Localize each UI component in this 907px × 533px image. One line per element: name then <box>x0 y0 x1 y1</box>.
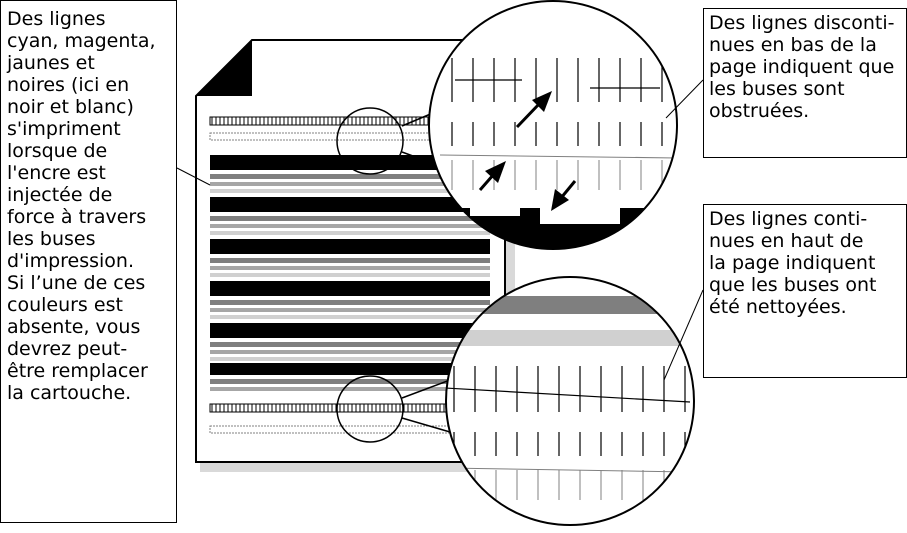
callout-bottom-right-text: Des lignes conti- nues en haut de la pag… <box>703 204 907 378</box>
leader-bottom-right-callout <box>663 289 704 381</box>
gray-band <box>446 296 694 314</box>
arrow-icon <box>551 180 577 211</box>
horizontal-line-gray <box>439 154 677 159</box>
gray-band <box>210 231 490 235</box>
page-shadow-side <box>505 60 515 470</box>
leader-left-callout <box>176 167 211 186</box>
black-band <box>210 363 490 375</box>
gray-band <box>210 308 490 312</box>
small-magnifier-bottom <box>336 375 404 443</box>
nozzle-ticks-bottom <box>211 404 489 412</box>
gray-band <box>210 350 490 354</box>
leader-bottom <box>401 379 451 433</box>
gray-band <box>210 315 490 319</box>
magnifier-bottom <box>445 276 695 526</box>
small-magnifier-top <box>336 107 404 175</box>
page-stripes <box>209 116 491 434</box>
page-shadow <box>200 463 512 472</box>
gray-band <box>210 387 490 391</box>
gray-band <box>210 189 490 193</box>
gray-band <box>210 258 490 263</box>
arrow-icon <box>515 91 552 129</box>
horizontal-line <box>446 387 691 403</box>
gray-band <box>210 216 490 221</box>
black-band <box>210 323 490 338</box>
callout-left-text: Des lignes cyan, magenta, jaunes et noir… <box>0 0 177 523</box>
arrow-icon <box>478 161 506 191</box>
gray-band <box>210 342 490 347</box>
horizontal-line-gray <box>446 467 691 473</box>
leader-top-right-callout <box>665 79 704 119</box>
black-band <box>210 281 490 296</box>
gray-band <box>210 224 490 228</box>
gray-band <box>210 266 490 270</box>
gray-band <box>446 330 694 346</box>
gray-band <box>210 379 490 384</box>
magnifier-top <box>428 0 678 250</box>
gray-band <box>210 300 490 305</box>
black-band <box>210 239 490 254</box>
page-folded-corner <box>196 40 252 96</box>
gray-band <box>210 357 490 361</box>
gray-band <box>210 182 490 186</box>
black-band <box>210 197 490 212</box>
gray-band <box>210 174 490 179</box>
callout-top-right-text: Des lignes disconti- nues en bas de la p… <box>703 8 907 158</box>
gray-band <box>210 273 490 277</box>
